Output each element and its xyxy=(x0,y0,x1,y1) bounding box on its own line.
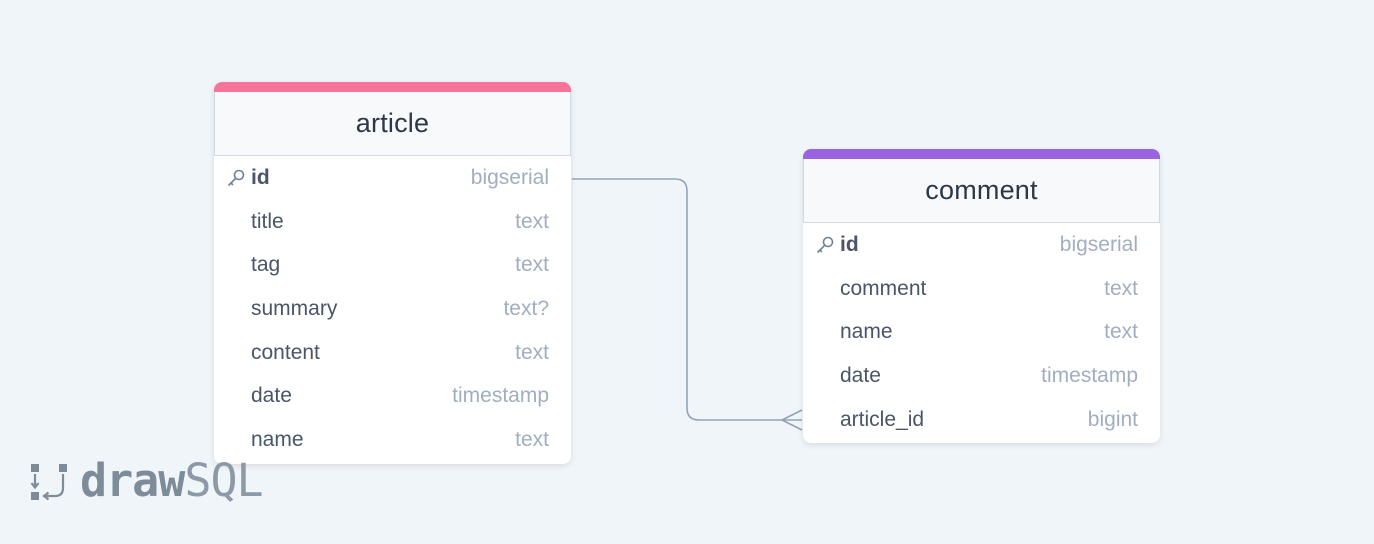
key-icon xyxy=(227,169,245,187)
column-row-title[interactable]: title text xyxy=(214,200,571,244)
column-name: id xyxy=(840,232,859,256)
drawsql-logo-text-draw: draw xyxy=(80,453,185,507)
column-type: text xyxy=(515,340,549,364)
column-row-comment[interactable]: comment text xyxy=(803,267,1160,311)
drawsql-logo-icon xyxy=(30,464,67,501)
crows-foot-icon xyxy=(781,409,803,431)
column-name: tag xyxy=(251,253,281,277)
column-row-content[interactable]: content text xyxy=(214,331,571,375)
column-type: text xyxy=(515,209,549,233)
column-row-name[interactable]: name text xyxy=(214,418,571,462)
column-type: bigserial xyxy=(1059,232,1138,256)
table-article[interactable]: article id bigserial title text tag text… xyxy=(214,82,571,464)
column-name: comment xyxy=(840,276,927,300)
column-type: timestamp xyxy=(1041,363,1138,387)
table-article-title[interactable]: article xyxy=(214,92,571,156)
column-name: name xyxy=(840,320,893,344)
column-row-summary[interactable]: summary text? xyxy=(214,287,571,331)
column-name: id xyxy=(251,165,270,189)
table-article-accent xyxy=(214,82,571,92)
table-comment-accent xyxy=(803,149,1160,159)
column-type: text xyxy=(515,253,549,277)
key-icon xyxy=(816,236,834,254)
column-name: title xyxy=(251,209,284,233)
column-name: summary xyxy=(251,296,338,320)
column-row-name[interactable]: name text xyxy=(803,310,1160,354)
column-type: text xyxy=(1104,320,1138,344)
column-type: text? xyxy=(503,296,549,320)
table-comment[interactable]: comment id bigserial comment text name t… xyxy=(803,149,1160,444)
column-name: date xyxy=(840,363,881,387)
column-name: article_id xyxy=(840,407,925,431)
column-row-article-id[interactable]: article_id bigint xyxy=(803,398,1160,442)
column-row-id[interactable]: id bigserial xyxy=(214,156,571,200)
relationship-line xyxy=(572,178,802,421)
column-type: timestamp xyxy=(452,384,549,408)
column-type: text xyxy=(1104,276,1138,300)
column-type: text xyxy=(515,427,549,451)
column-type: bigint xyxy=(1087,407,1138,431)
column-name: date xyxy=(251,384,292,408)
drawsql-logo-text: drawSQL xyxy=(80,458,264,503)
table-comment-title[interactable]: comment xyxy=(803,159,1160,223)
drawsql-logo[interactable]: drawSQL xyxy=(30,455,264,505)
column-name: name xyxy=(251,427,304,451)
column-row-tag[interactable]: tag text xyxy=(214,243,571,287)
column-name: content xyxy=(251,340,320,364)
column-row-id[interactable]: id bigserial xyxy=(803,223,1160,267)
column-row-date[interactable]: date timestamp xyxy=(803,354,1160,398)
column-type: bigserial xyxy=(470,165,549,189)
column-row-date[interactable]: date timestamp xyxy=(214,374,571,418)
drawsql-logo-text-sql: SQL xyxy=(184,453,263,507)
